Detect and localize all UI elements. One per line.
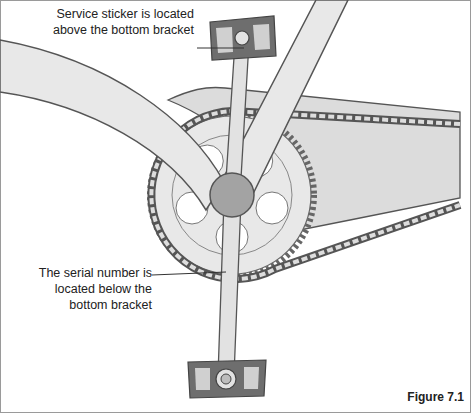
bottom-bracket-shell (210, 173, 254, 217)
leader-line (197, 48, 244, 49)
figure-caption: Figure 7.1 (380, 389, 464, 405)
lower-pedal (188, 360, 266, 398)
leader-line (152, 272, 226, 275)
callout-text: The serial number is located below the b… (22, 265, 152, 313)
callout-text: Service sticker is located above the bot… (36, 6, 194, 38)
upper-crank-arm (225, 42, 249, 195)
upper-pedal (210, 16, 276, 60)
lower-crank-arm (218, 200, 241, 376)
down-tube (0, 40, 224, 210)
